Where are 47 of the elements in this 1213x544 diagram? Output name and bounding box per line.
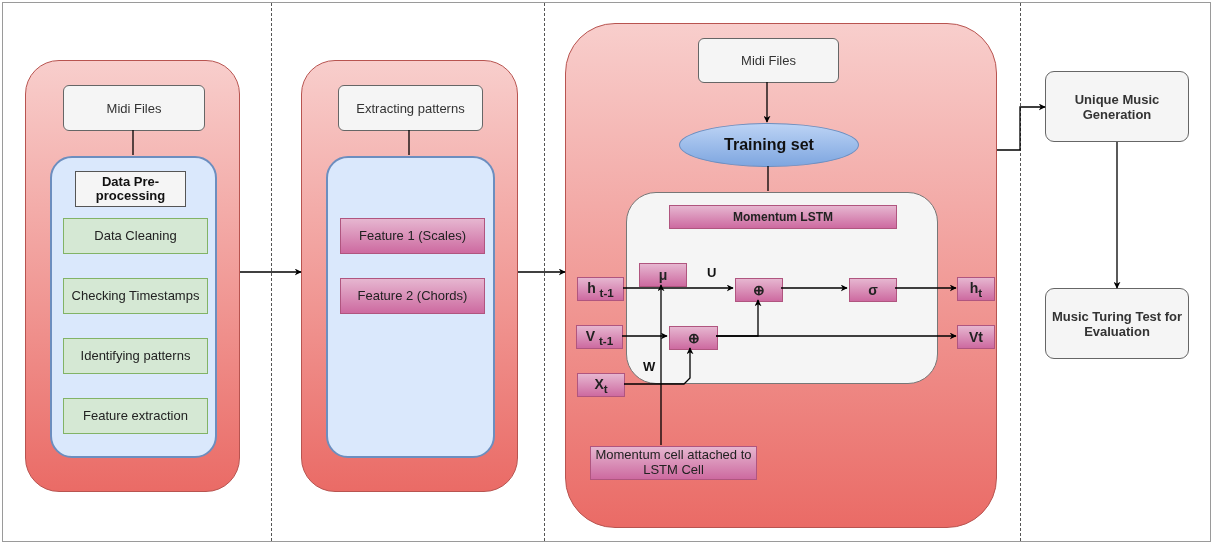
operator-box: μ xyxy=(639,263,687,287)
arrow xyxy=(657,284,665,446)
feature-group xyxy=(326,156,495,458)
process-box: Unique Music Generation xyxy=(1045,71,1189,142)
feature-box: Feature 1 (Scales) xyxy=(340,218,485,254)
connector-line xyxy=(767,165,769,192)
process-group xyxy=(50,156,217,458)
arrow xyxy=(715,299,762,337)
arrow xyxy=(763,81,771,123)
input-box: h $_{t-1}$ xyxy=(577,277,624,301)
process-box: Extracting patterns xyxy=(338,85,483,131)
process-step: Identifying patterns xyxy=(63,338,208,374)
arrow xyxy=(621,332,668,340)
dataset-ellipse: Training set xyxy=(679,123,859,167)
connector-line xyxy=(132,129,134,156)
stage-panel xyxy=(565,23,997,528)
lstm-cell xyxy=(626,192,938,384)
arrow xyxy=(623,347,694,385)
process-step: Checking Timestamps xyxy=(63,278,208,314)
feature-box: Feature 2 (Chords) xyxy=(340,278,485,314)
operator-box: ⊕ xyxy=(735,278,783,302)
arrow xyxy=(894,284,957,292)
group-title: Data Pre- processing xyxy=(75,171,186,207)
process-step: Feature extraction xyxy=(63,398,208,434)
input-box: V $_{t-1}$ xyxy=(576,325,623,349)
arrow xyxy=(239,268,302,276)
process-box: Music Turing Test for Evaluation xyxy=(1045,288,1189,359)
arrow xyxy=(517,268,566,276)
operator-box: ⊕ xyxy=(669,326,718,350)
input-box: Midi Files xyxy=(63,85,205,131)
operator-box: σ xyxy=(849,278,897,302)
edge-label: W xyxy=(642,360,657,373)
stage-panel xyxy=(25,60,240,492)
input-box: X$_{t}$ xyxy=(577,373,625,397)
output-box: Vt xyxy=(957,325,995,349)
edge-label: U xyxy=(706,266,718,279)
connector-line xyxy=(408,129,410,156)
stage-panel xyxy=(301,60,518,492)
arrow xyxy=(996,103,1046,151)
process-step: Data Cleaning xyxy=(63,218,208,254)
input-box: Midi Files xyxy=(698,38,839,83)
output-box: h$_{t}$ xyxy=(957,277,995,301)
note-box: Momentum cell attached to LSTM Cell xyxy=(590,446,757,480)
cell-title: Momentum LSTM xyxy=(669,205,897,229)
arrow xyxy=(780,284,848,292)
arrow xyxy=(622,284,734,292)
arrow xyxy=(1113,141,1121,289)
